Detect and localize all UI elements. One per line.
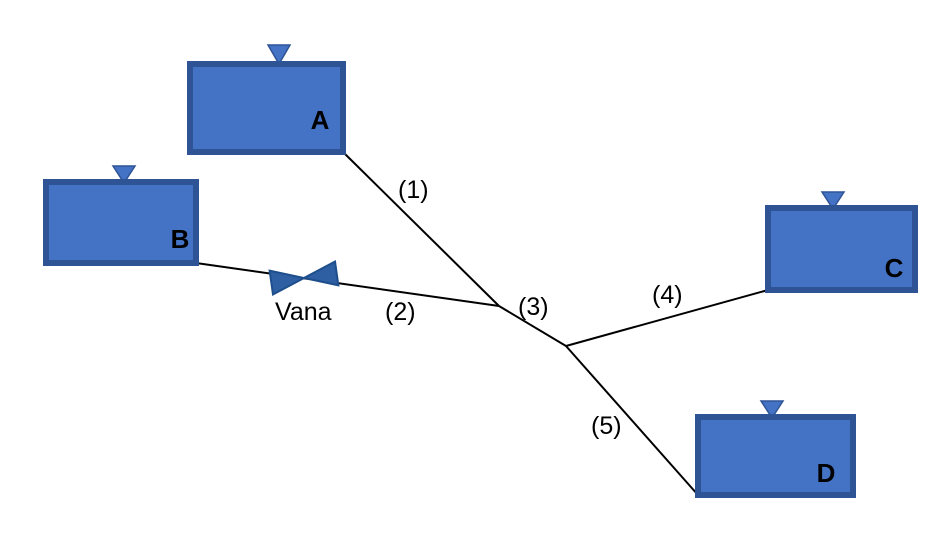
tank-a-marker-triangle-icon (266, 44, 292, 66)
tank-b[interactable]: B (43, 165, 199, 266)
valve-vana-1[interactable] (268, 259, 340, 297)
tank-d-marker-triangle-icon (759, 400, 785, 420)
tank-b-body[interactable] (43, 179, 199, 266)
tank-b-marker-triangle-icon (111, 165, 137, 185)
tank-d-label: D (817, 458, 836, 488)
tank-c-marker-triangle-icon (820, 191, 846, 211)
pipe-label-2: (2) (385, 298, 416, 326)
tank-d[interactable]: D (695, 400, 856, 498)
tank-a-body[interactable] (187, 61, 346, 155)
pipe-line-4[interactable] (565, 289, 769, 347)
pipe-group (195, 151, 769, 496)
pipe-line-1[interactable] (342, 151, 500, 307)
pipe-line-5[interactable] (565, 345, 699, 496)
tank-d-body[interactable] (695, 414, 856, 498)
tank-a-label: A (311, 105, 330, 135)
pipe-label-3: (3) (518, 293, 549, 321)
valve-left-triangle (268, 269, 307, 297)
valve-label-vana: Vana (275, 298, 332, 326)
pipe-line-3[interactable] (498, 305, 567, 347)
tank-c-body[interactable] (765, 205, 918, 293)
pipe-label-5: (5) (591, 412, 622, 440)
tank-c-label: C (885, 253, 904, 283)
tank-a[interactable]: A (187, 44, 346, 155)
tank-c[interactable]: C (765, 191, 918, 293)
pipe-label-4: (4) (652, 281, 683, 309)
pipe-label-1: (1) (398, 176, 429, 204)
valve-right-triangle (301, 259, 340, 287)
pipe-line-2[interactable] (195, 262, 500, 307)
tank-b-label: B (171, 224, 190, 254)
